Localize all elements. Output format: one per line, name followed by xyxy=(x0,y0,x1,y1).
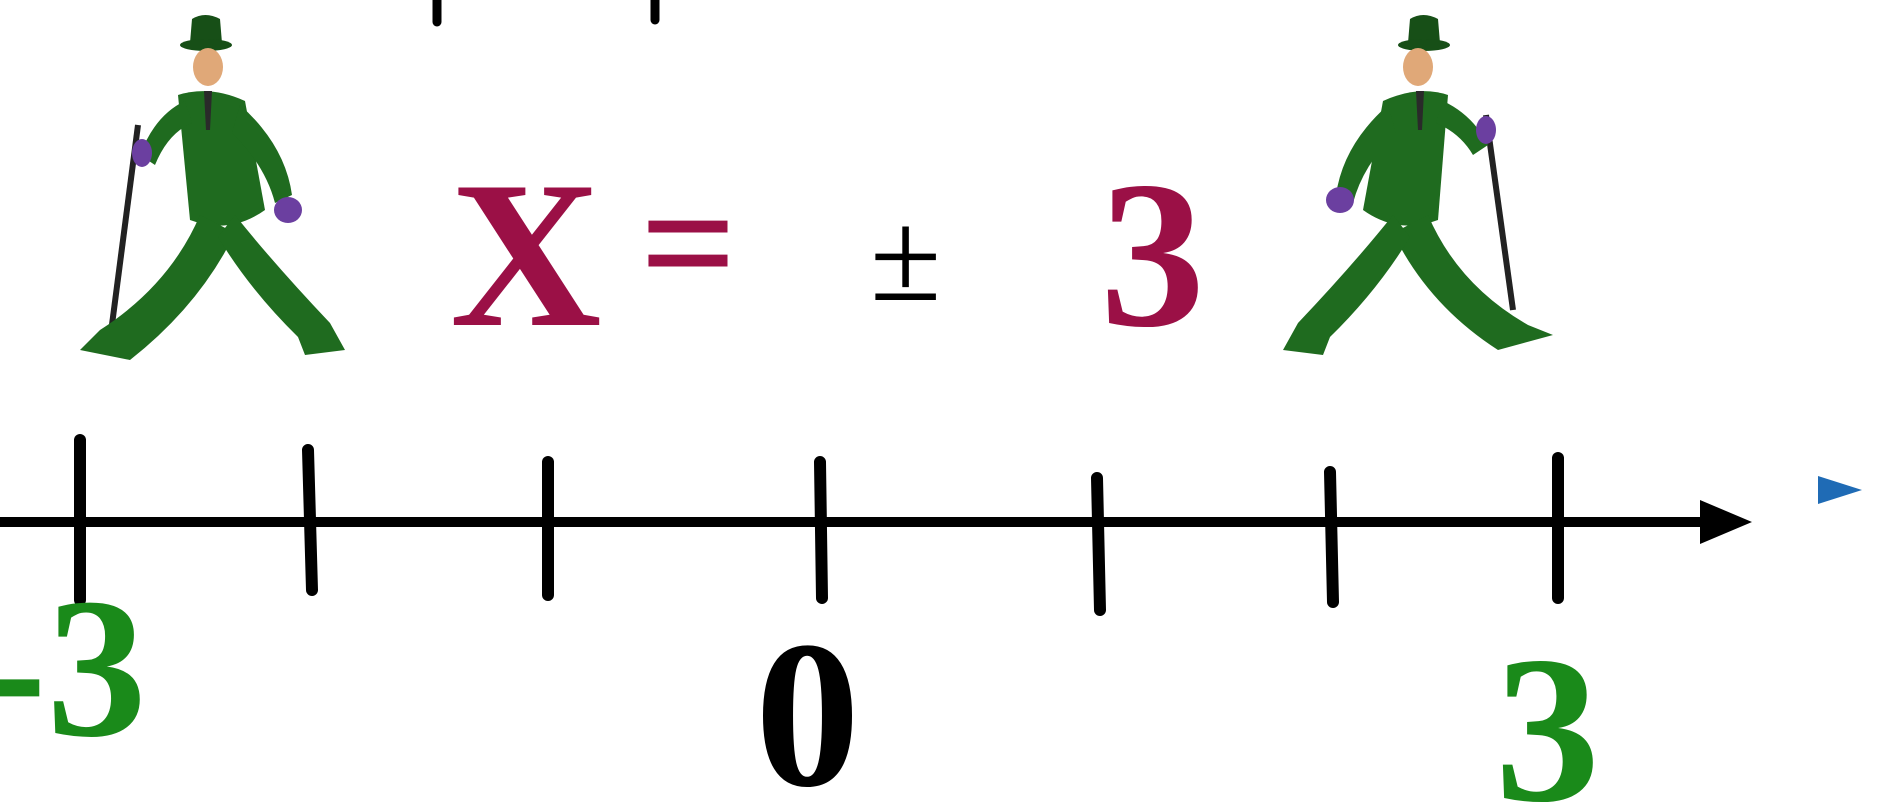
equation-value: 3 xyxy=(1100,139,1205,371)
number-line-ticks xyxy=(74,434,1564,616)
equation: X = ± 3 xyxy=(450,139,1205,371)
tick-plus-2 xyxy=(1324,466,1339,608)
label-minus-three: -3 xyxy=(0,558,147,779)
equation-plus-minus: ± xyxy=(870,185,941,329)
tick-zero xyxy=(814,456,828,604)
tick-plus-1 xyxy=(1091,472,1106,616)
number-line-arrowhead xyxy=(1700,500,1752,544)
label-three: 3 xyxy=(1495,614,1600,807)
left-walking-man-icon xyxy=(80,15,345,360)
tick-minus-2 xyxy=(302,444,318,596)
triangle-bullet-icon xyxy=(1818,476,1862,504)
number-line: -3 0 3 xyxy=(0,434,1752,807)
equation-equals: = xyxy=(640,149,737,337)
right-walking-man-icon xyxy=(1283,15,1553,355)
equation-variable: X xyxy=(450,139,602,371)
top-edge-ticks xyxy=(432,0,660,27)
label-zero: 0 xyxy=(755,599,860,807)
